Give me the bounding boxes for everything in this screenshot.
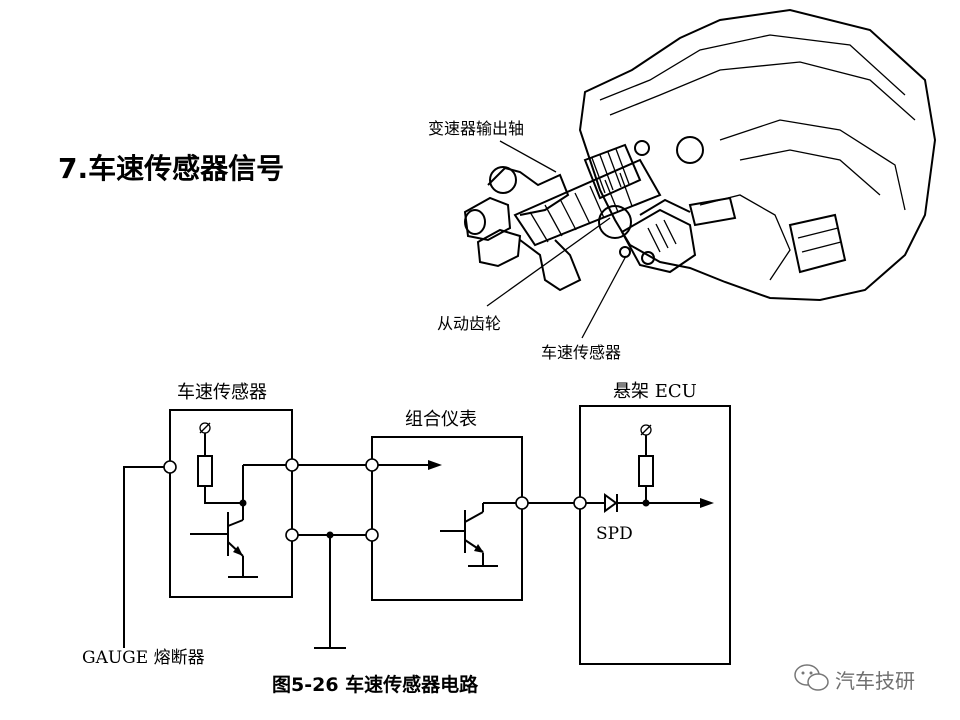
arrow-to-cluster [428,460,442,470]
terminal-cluster-out [515,496,529,510]
terminal-ecu-spd [573,496,587,510]
terminal-sensor-signal [285,458,299,472]
label-driven-gear: 从动齿轮 [437,314,501,333]
figure-caption: 图5-26 车速传感器电路 [272,673,479,696]
wechat-icon [794,664,829,691]
spd-label: SPD [596,524,633,544]
terminal-cluster-ground [365,528,379,542]
cluster-circuit [440,502,518,567]
sensor-box-label: 车速传感器 [177,382,267,403]
speed-sensor-box [169,409,293,598]
fuse-wire [123,466,166,648]
watermark: 汽车技研 [794,664,915,693]
ecu-resistor [638,455,654,487]
transmission-illustration [463,8,937,339]
arrow-to-ecu [700,498,714,508]
fuse-label: GAUGE 熔断器 [82,648,205,668]
watermark-text: 汽车技研 [835,669,915,693]
terminal-sensor-gauge [163,460,177,474]
label-output-shaft: 变速器输出轴 [428,119,524,138]
ecu-circuit [585,424,714,513]
sensor-circuit [190,422,290,578]
label-speed-sensor: 车速传感器 [541,343,621,362]
ecu-supply-terminal [640,424,652,436]
terminal-cluster-signal [365,458,379,472]
instrument-cluster-box [371,436,523,601]
sensor-resistor [197,455,213,487]
terminal-sensor-ground [285,528,299,542]
cluster-box-label: 组合仪表 [405,409,477,430]
slide-title: 7.车速传感器信号 [58,152,284,185]
ecu-box-label: 悬架 ECU [613,381,697,402]
suspension-ecu-box [579,405,731,665]
spd-diode [604,493,618,513]
